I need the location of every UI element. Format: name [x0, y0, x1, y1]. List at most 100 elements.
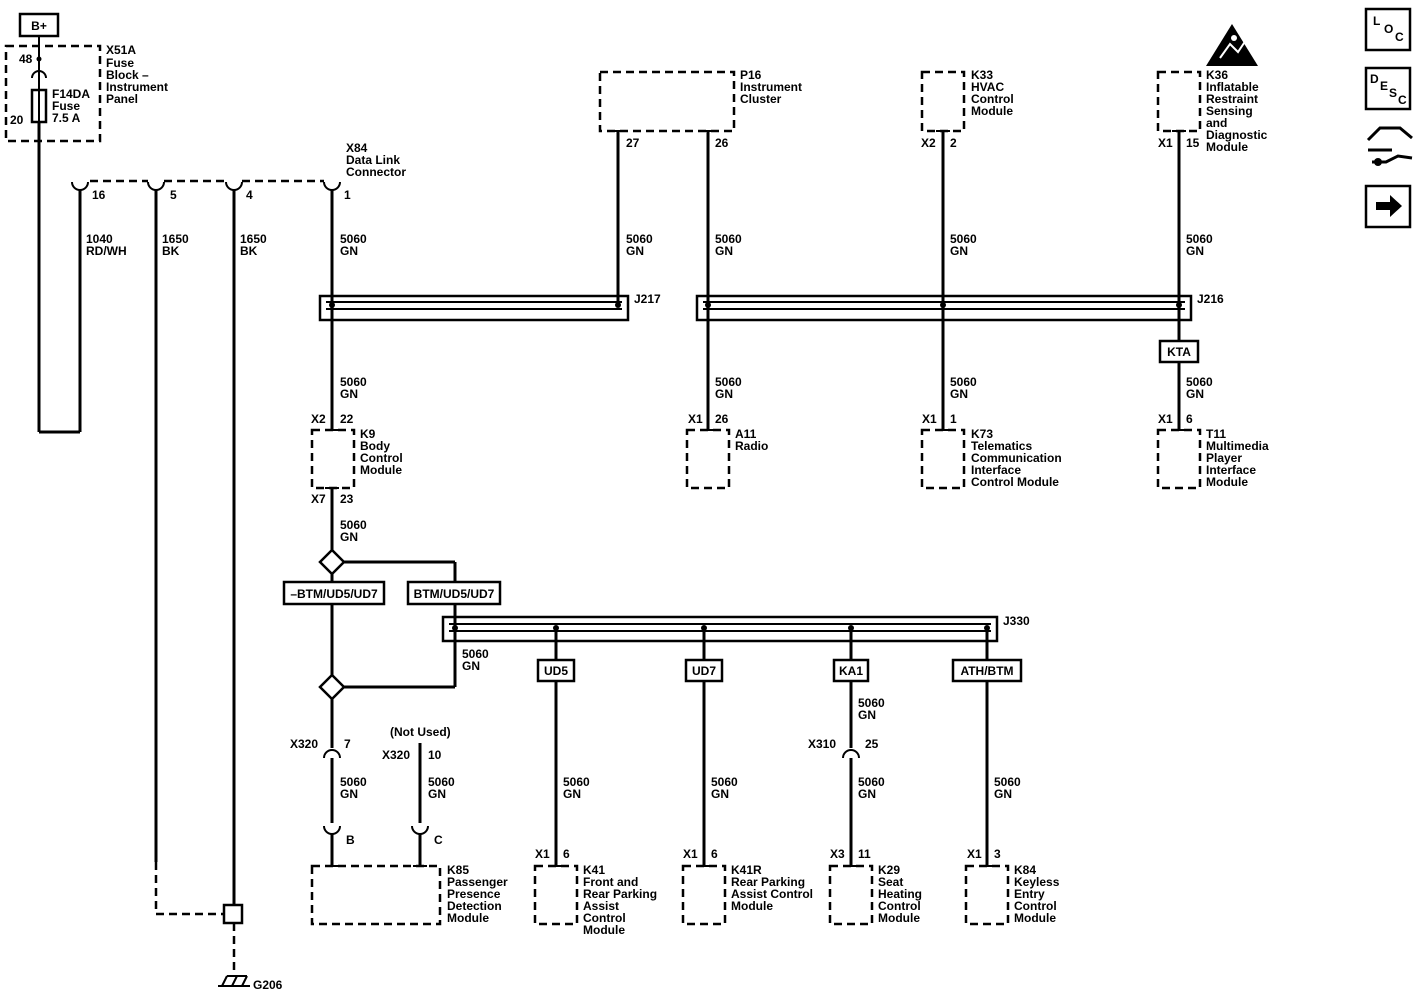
k9-line-1: Body [360, 439, 390, 453]
k33-line-1: HVAC [971, 80, 1004, 94]
k73-line-1: Telematics [971, 439, 1032, 453]
x320a-conn: X320 [290, 737, 318, 751]
k33-id: K33 [971, 68, 993, 82]
connector-view-icon[interactable] [1366, 126, 1413, 166]
k85-pin-c-symbol [411, 825, 429, 835]
gn-wire-a11-color: GN [715, 387, 733, 401]
x320b-conn: X320 [382, 748, 410, 762]
next-page-button[interactable] [1364, 184, 1412, 229]
gn-wire-k85b-number: 5060 [340, 775, 367, 789]
gn-wire-k33-number: 5060 [950, 232, 977, 246]
gn-wire-btm-color: GN [462, 659, 480, 673]
k33-line-3: Module [971, 104, 1013, 118]
x320a-connector-symbol [323, 749, 341, 759]
k29-line-1: Seat [878, 875, 903, 889]
dlc-pin-1: 1 [344, 188, 351, 202]
splice-j216-outline [695, 294, 1193, 322]
fuse-line-2: 7.5 A [52, 111, 81, 125]
x310-connector-symbol [842, 749, 860, 759]
k9-pin-bottom: 23 [340, 492, 354, 506]
gn-wire-k9out-color: GN [340, 530, 358, 544]
k41r-module-outline [681, 864, 727, 926]
wire-1650a-color: BK [162, 244, 180, 258]
battery-positive-label: B+ [31, 19, 47, 33]
k85-line-3: Detection [447, 899, 502, 913]
k41-line-5: Module [583, 923, 625, 937]
gn-wire-dlc-color: GN [340, 244, 358, 258]
k36-line-2: Restraint [1206, 92, 1258, 106]
gn-wire-k36-number: 5060 [1186, 232, 1213, 246]
x310-conn: X310 [808, 737, 836, 751]
location-button-letter-3: C [1395, 30, 1404, 44]
gn-wire-p16a-number: 5060 [626, 232, 653, 246]
k84-line-2: Entry [1014, 887, 1045, 901]
fuse-block-id: X51A [106, 43, 136, 57]
splice-j217-outline [318, 294, 630, 322]
option-label-kta: KTA [1167, 345, 1191, 359]
k33-conn: X2 [921, 136, 936, 150]
k9-module-outline [310, 428, 356, 490]
k29-line-4: Module [878, 911, 920, 925]
option-split-top [318, 548, 346, 576]
p16-pin-27: 27 [626, 136, 640, 150]
gn-wire-k9-number: 5060 [340, 375, 367, 389]
k41r-conn: X1 [683, 847, 698, 861]
k29-pin: 11 [858, 847, 871, 861]
k73-line-4: Control Module [971, 475, 1059, 489]
gn-wire-k41-color: GN [563, 787, 581, 801]
wire-1040-color: RD/WH [86, 244, 127, 258]
k84-conn: X1 [967, 847, 982, 861]
k36-line-4: and [1206, 116, 1227, 130]
k73-pin: 1 [950, 412, 957, 426]
k9-line-3: Module [360, 463, 402, 477]
splice-j216-label: J216 [1197, 292, 1224, 306]
wire-1650a-number: 1650 [162, 232, 189, 246]
option-join-bottom [318, 673, 346, 701]
k36-line-1: Inflatable [1206, 80, 1259, 94]
gn-wire-k41r-color: GN [711, 787, 729, 801]
a11-id: A11 [735, 427, 757, 441]
k29-id: K29 [878, 863, 900, 877]
a11-line-1: Radio [735, 439, 768, 453]
t11-id: T11 [1206, 427, 1226, 441]
k85-module-outline [310, 864, 442, 926]
k41-pin: 6 [563, 847, 570, 861]
location-button[interactable]: L O C [1364, 7, 1412, 52]
k84-pin: 3 [994, 847, 1001, 861]
option-label-not-btm: –BTM/UD5/UD7 [290, 587, 378, 601]
t11-line-3: Interface [1206, 463, 1256, 477]
description-button[interactable]: D E S C [1364, 66, 1412, 111]
t11-conn: X1 [1158, 412, 1173, 426]
dlc-pin-4-symbol [225, 181, 243, 191]
splice-j216-node-k36 [1176, 302, 1182, 308]
p16-line-2: Cluster [740, 92, 782, 106]
description-button-letter-1: D [1370, 72, 1379, 86]
k41-line-1: Front and [583, 875, 638, 889]
k41-line-4: Control [583, 911, 626, 925]
k9-conn-bottom: X7 [311, 492, 326, 506]
dlc-pin-4: 4 [246, 188, 253, 202]
option-label-btm: BTM/UD5/UD7 [414, 587, 495, 601]
wire-1650b-number: 1650 [240, 232, 267, 246]
k41r-line-1: Rear Parking [731, 875, 805, 889]
dlc-pin-16: 16 [92, 188, 106, 202]
x310-pin: 25 [865, 737, 879, 751]
t11-line-2: Player [1206, 451, 1242, 465]
location-button-letter-1: L [1373, 14, 1380, 28]
gn-wire-k85c-color: GN [428, 787, 446, 801]
gn-wire-t11-number: 5060 [1186, 375, 1213, 389]
dlc-pin-16-symbol [71, 181, 89, 191]
ground-id: G206 [253, 978, 283, 992]
dlc-line-1: Data Link [346, 153, 400, 167]
k85-id: K85 [447, 863, 469, 877]
splice-j330-outline [441, 615, 999, 643]
gn-wire-k73-color: GN [950, 387, 968, 401]
k36-line-6: Module [1206, 140, 1248, 154]
k73-line-3: Interface [971, 463, 1021, 477]
fuse-block-outline [4, 44, 102, 143]
k73-conn: X1 [922, 412, 937, 426]
gn-wire-p16b-color: GN [715, 244, 733, 258]
option-label-ath: ATH/BTM [960, 664, 1013, 678]
k36-line-3: Sensing [1206, 104, 1253, 118]
fuse-block-line-2: Block – [106, 68, 149, 82]
